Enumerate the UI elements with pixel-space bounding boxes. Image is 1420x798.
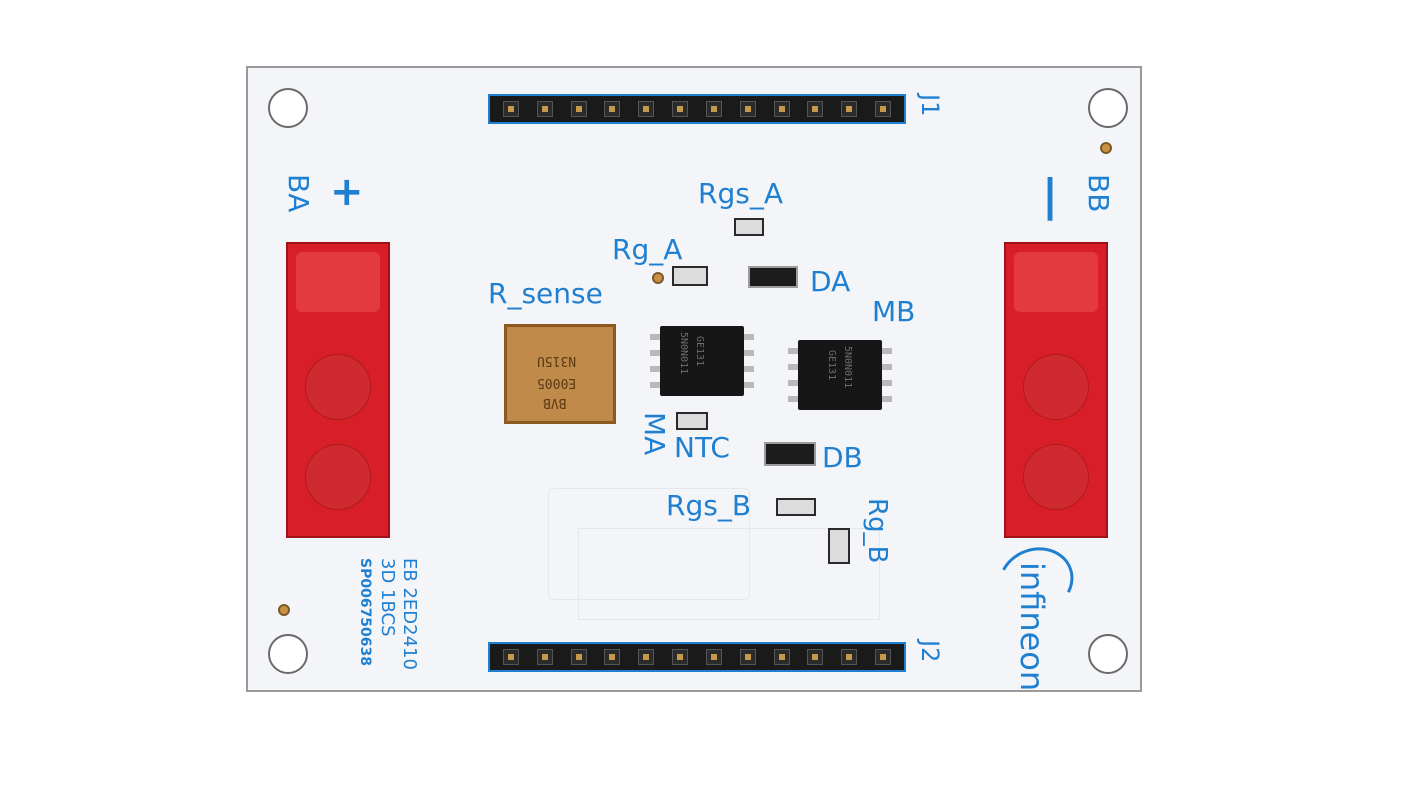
ic-lead <box>788 380 798 386</box>
label-ba: BA <box>282 174 315 213</box>
diode-db <box>764 442 816 466</box>
header-pin <box>672 649 689 665</box>
header-pin <box>739 649 756 665</box>
header-pin <box>570 649 587 665</box>
label-r-sense: R_sense <box>488 277 603 310</box>
header-pin <box>604 101 621 117</box>
header-pin <box>807 101 824 117</box>
label-eb-line3: SP006750638 <box>357 558 373 667</box>
header-pin <box>672 101 689 117</box>
ic-ma-mark-2: GE131 <box>694 336 705 367</box>
shunt-resistor-r-sense: N315U E0005 BVB <box>504 324 616 424</box>
ic-mb-mark-2: 5N0N011 <box>842 346 853 389</box>
label-rg-a: Rg_A <box>612 233 683 266</box>
ic-lead <box>788 396 798 402</box>
header-pin <box>841 101 858 117</box>
socket-ring <box>305 354 371 420</box>
label-rgs-a: Rgs_A <box>698 177 783 210</box>
mounting-hole-bottom-right <box>1088 634 1128 674</box>
label-rgs-b: Rgs_B <box>666 489 752 522</box>
diode-da <box>748 266 798 288</box>
header-pin <box>604 649 621 665</box>
header-pin <box>502 649 519 665</box>
label-rg-b: Rg_B <box>862 498 892 564</box>
socket-ring <box>305 444 371 510</box>
resistor-rgs-b <box>776 498 816 516</box>
r-sense-mark-3: BVB <box>543 395 567 410</box>
label-plus: + <box>330 169 364 215</box>
banana-socket-ba <box>286 242 390 538</box>
header-pin <box>536 101 553 117</box>
socket-ring <box>1023 354 1089 420</box>
socket-ring <box>1023 444 1089 510</box>
trace <box>578 528 880 620</box>
ic-lead <box>650 366 660 372</box>
ic-lead <box>650 382 660 388</box>
ic-lead <box>788 364 798 370</box>
header-pin <box>536 649 553 665</box>
ic-lead <box>744 382 754 388</box>
header-pin <box>773 101 790 117</box>
ic-lead <box>882 396 892 402</box>
ic-mb-mark-1: GE131 <box>826 350 837 381</box>
ic-lead <box>882 380 892 386</box>
header-pin <box>875 101 892 117</box>
mounting-hole-top-right <box>1088 88 1128 128</box>
ic-lead <box>744 334 754 340</box>
header-pin <box>739 101 756 117</box>
header-j1 <box>488 94 906 124</box>
label-bb: BB <box>1082 174 1115 213</box>
header-pin <box>875 649 892 665</box>
ic-ma-mark-1: 5N0N011 <box>678 332 689 375</box>
label-minus: | <box>1042 170 1059 221</box>
header-pin <box>705 101 722 117</box>
ic-lead <box>744 366 754 372</box>
resistor-rg-a <box>672 266 708 286</box>
header-pin <box>773 649 790 665</box>
label-eb-line2: 3D 1BCS <box>377 558 398 637</box>
socket-cap <box>296 252 380 312</box>
socket-cap <box>1014 252 1098 312</box>
label-db: DB <box>822 441 863 474</box>
label-ma: MA <box>638 412 671 456</box>
evaluation-board: J1 J2 BA + EB 2ED2410 3D 1BCS SP00675063… <box>246 66 1142 692</box>
header-pin <box>705 649 722 665</box>
label-eb-line1: EB 2ED2410 <box>399 558 420 670</box>
ic-lead <box>650 334 660 340</box>
label-da: DA <box>810 265 851 298</box>
header-pin <box>570 101 587 117</box>
ic-lead <box>744 350 754 356</box>
ic-ma: 5N0N011 GE131 <box>650 326 754 396</box>
r-sense-mark-2: E0005 <box>537 375 577 390</box>
via-rg-a <box>652 272 664 284</box>
resistor-rgs-a <box>734 218 764 236</box>
header-pin <box>807 649 824 665</box>
thermistor-ntc <box>676 412 708 430</box>
label-ntc: NTC <box>674 431 730 464</box>
ic-lead <box>882 348 892 354</box>
header-pin <box>841 649 858 665</box>
label-j2: J2 <box>916 640 944 663</box>
banana-socket-bb <box>1004 242 1108 538</box>
via-bottom-left <box>278 604 290 616</box>
header-j2 <box>488 642 906 672</box>
ic-mb: GE131 5N0N011 <box>788 340 892 410</box>
ic-lead <box>650 350 660 356</box>
label-j1: J1 <box>916 94 944 117</box>
header-pin <box>502 101 519 117</box>
infineon-logo-text: infineon <box>1013 562 1051 692</box>
mounting-hole-top-left <box>268 88 308 128</box>
via-top-right <box>1100 142 1112 154</box>
header-pin <box>638 649 655 665</box>
trace <box>548 488 750 600</box>
header-pin <box>638 101 655 117</box>
r-sense-mark-1: N315U <box>537 353 577 368</box>
ic-lead <box>788 348 798 354</box>
resistor-rg-b <box>828 528 850 564</box>
mounting-hole-bottom-left <box>268 634 308 674</box>
ic-lead <box>882 364 892 370</box>
label-mb: MB <box>872 295 916 328</box>
